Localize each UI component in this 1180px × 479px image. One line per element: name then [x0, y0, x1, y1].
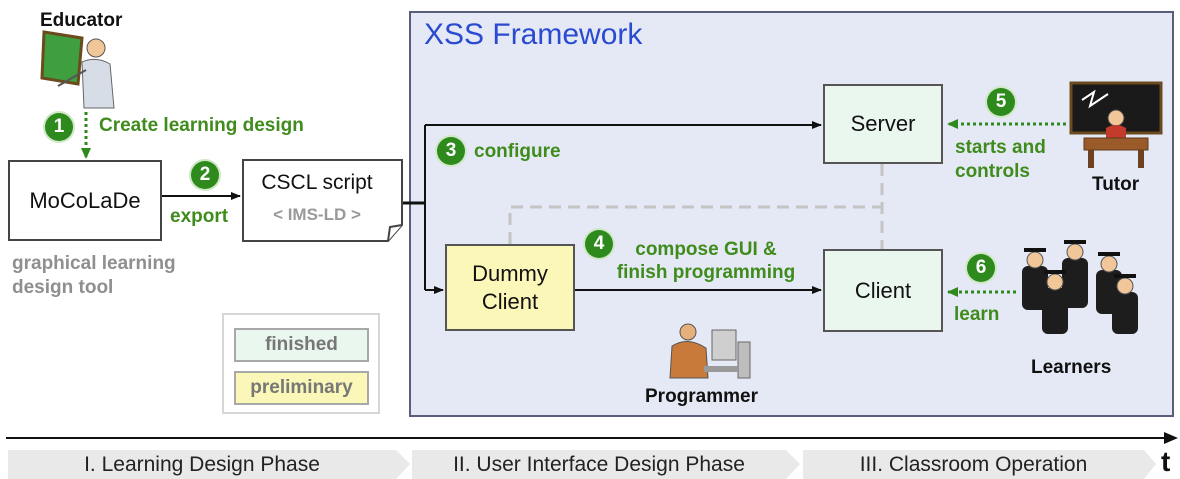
step-1-badge: 1 — [45, 113, 73, 141]
step-6-label: learn — [954, 304, 1000, 325]
step-5-badge: 5 — [987, 88, 1015, 116]
programmer-icon — [669, 323, 751, 379]
timeline-arrowhead — [1164, 432, 1178, 444]
phase-chevron-2 — [412, 450, 800, 479]
legend-finished: finished — [234, 328, 369, 362]
step-4-badge: 4 — [585, 230, 613, 258]
step-5-label: starts and controls — [955, 137, 1046, 182]
step-2-label: export — [170, 206, 229, 227]
mocolade-box: MoCoLaDe — [8, 160, 162, 241]
phase-3-label: III. Classroom Operation — [859, 452, 1088, 476]
educator-icon — [40, 30, 115, 109]
step-1-label: Create learning design — [99, 115, 304, 136]
tutor-label: Tutor — [1092, 174, 1140, 195]
tutor-icon — [1069, 81, 1163, 168]
framework-title: XSS Framework — [424, 18, 643, 51]
phase-chevron-1 — [8, 450, 410, 479]
cscl-script-title: CSCL script — [261, 171, 373, 194]
cscl-script-document — [242, 159, 403, 242]
phase-1-label: I. Learning Design Phase — [84, 452, 320, 476]
client-box: Client — [823, 249, 943, 332]
step-3-label: configure — [474, 141, 561, 162]
dashed-server-client-link — [508, 205, 882, 244]
server-box: Server — [823, 84, 943, 164]
step-3-badge: 3 — [437, 137, 465, 165]
cscl-script-format: < IMS-LD > — [273, 205, 361, 224]
legend-preliminary: preliminary — [234, 371, 369, 405]
dummy-client-box: Dummy Client — [445, 244, 575, 331]
step-4-label: compose GUI & finish programming — [616, 239, 796, 283]
learners-icon — [1022, 240, 1138, 334]
phase-2-label: II. User Interface Design Phase — [453, 452, 745, 476]
educator-label: Educator — [40, 10, 123, 31]
time-axis-label: t — [1161, 446, 1171, 477]
xss-framework-container — [409, 11, 1174, 417]
phase-chevron-3 — [803, 450, 1156, 479]
learners-label: Learners — [1031, 357, 1112, 378]
step-6-badge: 6 — [967, 254, 995, 282]
step-2-badge: 2 — [191, 161, 219, 189]
programmer-label: Programmer — [645, 386, 758, 407]
mocolade-caption: graphical learning design tool — [12, 253, 176, 298]
